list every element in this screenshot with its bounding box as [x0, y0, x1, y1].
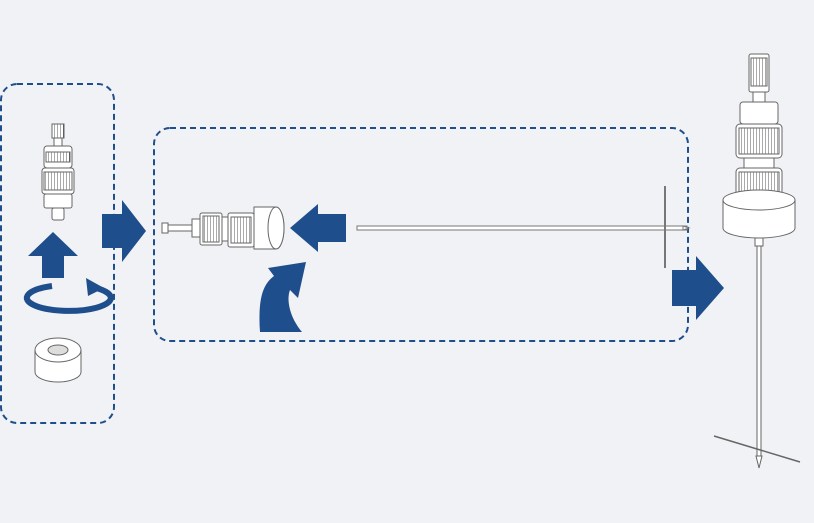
rotate-arrow-icon — [23, 278, 114, 314]
nut-part — [34, 337, 82, 383]
fitting-horizontal — [161, 206, 285, 250]
group-box-2 — [153, 127, 689, 342]
arrow-up-icon — [28, 232, 78, 278]
arrow-left-icon — [290, 204, 346, 252]
curved-arrow-icon — [259, 262, 306, 332]
arrow-right-icon — [672, 256, 724, 320]
group-box-1 — [0, 83, 115, 424]
fitting-part — [41, 123, 75, 221]
probe-rod — [356, 186, 691, 268]
final-assembly — [713, 53, 801, 469]
arrow-right-icon — [102, 200, 146, 262]
